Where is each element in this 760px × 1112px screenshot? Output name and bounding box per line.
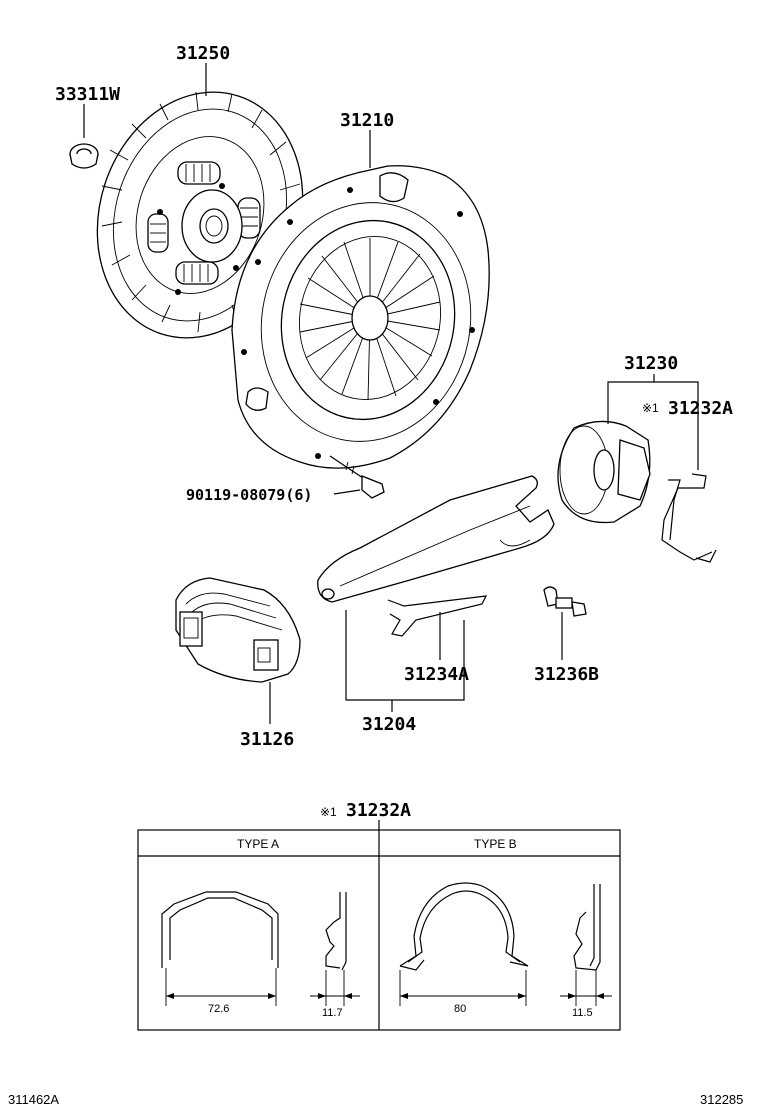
type-b-depth-dim: 11.5: [572, 1007, 593, 1019]
note-mark-31232a: ※1: [642, 401, 659, 415]
release-bearing-31230[interactable]: [557, 420, 651, 524]
part-label-31250[interactable]: 31250: [176, 43, 230, 64]
type-b-side-view: 11.5: [560, 884, 612, 1019]
detail-type-b-label: TYPE B: [474, 837, 517, 851]
part-label-31234a[interactable]: 31234A: [404, 664, 469, 685]
part-label-31204[interactable]: 31204: [362, 714, 416, 735]
detail-part-label-31232a[interactable]: 31232A: [346, 800, 411, 821]
part-label-31232a[interactable]: 31232A: [668, 398, 733, 419]
type-b-front-view: 80: [399, 882, 529, 1015]
part-label-31236b[interactable]: 31236B: [534, 664, 599, 685]
boot-31126[interactable]: [175, 577, 301, 683]
type-a-depth-dim: 11.7: [322, 1007, 343, 1019]
clip-31232a[interactable]: [661, 473, 717, 563]
footer-left-code: 311462A: [8, 1092, 59, 1107]
part-label-31230[interactable]: 31230: [624, 353, 678, 374]
type-b-width-dim: 80: [454, 1003, 466, 1015]
leader-90119: [333, 489, 361, 495]
part-label-31126[interactable]: 31126: [240, 729, 294, 750]
detail-section-31232a: ※1 31232A TYPE A TYPE B 72.6 11: [137, 800, 621, 1031]
type-a-side-view: 11.7: [310, 892, 360, 1019]
pressure-plate-31210[interactable]: [231, 165, 493, 469]
stud-31236b[interactable]: [543, 586, 587, 617]
part-label-33311w[interactable]: 33311W: [55, 84, 120, 105]
leader-31230: [607, 381, 699, 470]
leader-31204: [345, 610, 465, 701]
type-a-front-view: 72.6: [161, 891, 279, 1015]
part-label-90119-08079[interactable]: 90119-08079(6): [186, 486, 312, 504]
footer-right-code: 312285: [700, 1092, 743, 1107]
detail-note-mark: ※1: [320, 805, 337, 819]
spring-31234a[interactable]: [387, 595, 488, 637]
pilot-bearing-33311w[interactable]: [69, 143, 99, 169]
type-a-width-dim: 72.6: [208, 1003, 229, 1015]
detail-type-a-label: TYPE A: [237, 837, 279, 851]
release-fork-31204[interactable]: [317, 475, 555, 603]
part-label-31210[interactable]: 31210: [340, 110, 394, 131]
bolt-90119-08079[interactable]: [329, 455, 385, 499]
